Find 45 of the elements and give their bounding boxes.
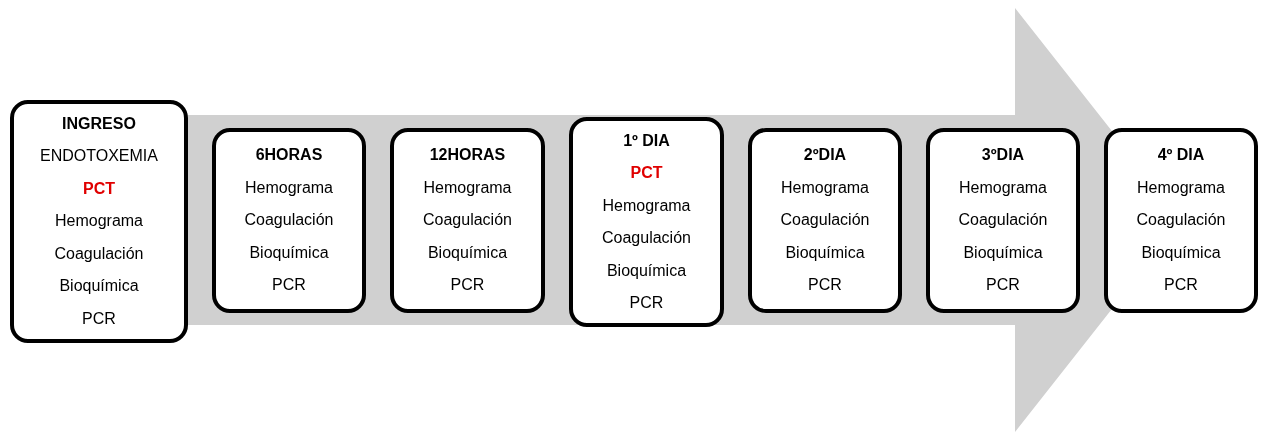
test-label: Hemograma (602, 195, 691, 216)
test-label: Bioquímica (59, 276, 139, 297)
test-label: Bioquímica (606, 260, 687, 281)
test-label: Hemograma (423, 177, 512, 198)
test-label: Coagulación (423, 210, 512, 231)
test-label: Bioquímica (963, 242, 1043, 263)
test-label: PCR (629, 293, 664, 313)
step-heading: 2ºDIA (803, 145, 847, 166)
test-label: Bioquímica (1141, 242, 1221, 263)
test-label: Hemograma (1137, 177, 1225, 198)
test-label: Coagulación (54, 243, 144, 264)
test-label: Coagulación (958, 210, 1048, 231)
test-label: PCT (83, 178, 115, 199)
test-label: PCR (450, 275, 485, 296)
test-label: PCR (82, 308, 116, 329)
test-label: Coagulación (1136, 210, 1226, 231)
step-heading: 12HORAS (429, 145, 506, 166)
test-label: PCR (272, 275, 306, 296)
test-label: Hemograma (55, 211, 143, 232)
step-heading: 4º DIA (1157, 145, 1205, 166)
test-label: ENDOTOXEMIA (40, 146, 158, 167)
test-label: Hemograma (245, 177, 333, 198)
test-label: Bioquímica (249, 242, 329, 263)
step-box (1104, 128, 1258, 313)
test-label: PCR (808, 275, 842, 296)
test-label: Coagulación (244, 210, 334, 231)
test-label: Coagulación (780, 210, 870, 231)
step-heading: 6HORAS (255, 145, 323, 166)
step-box (212, 128, 366, 313)
test-label: Hemograma (781, 177, 869, 198)
step-heading: 1º DIA (623, 130, 670, 151)
step-heading: INGRESO (62, 113, 136, 134)
test-label: Hemograma (959, 177, 1047, 198)
step-box (390, 128, 545, 313)
test-label: Coagulación (602, 228, 691, 248)
test-label: PCT (630, 163, 663, 183)
test-label: Bioquímica (785, 242, 865, 263)
step-box (569, 117, 724, 327)
step-box (748, 128, 902, 313)
step-box (10, 100, 188, 343)
test-label: PCR (1164, 275, 1198, 296)
step-heading: 3ºDIA (981, 145, 1025, 166)
test-label: Bioquímica (427, 242, 508, 263)
step-box (926, 128, 1080, 313)
test-label: PCR (986, 275, 1020, 296)
